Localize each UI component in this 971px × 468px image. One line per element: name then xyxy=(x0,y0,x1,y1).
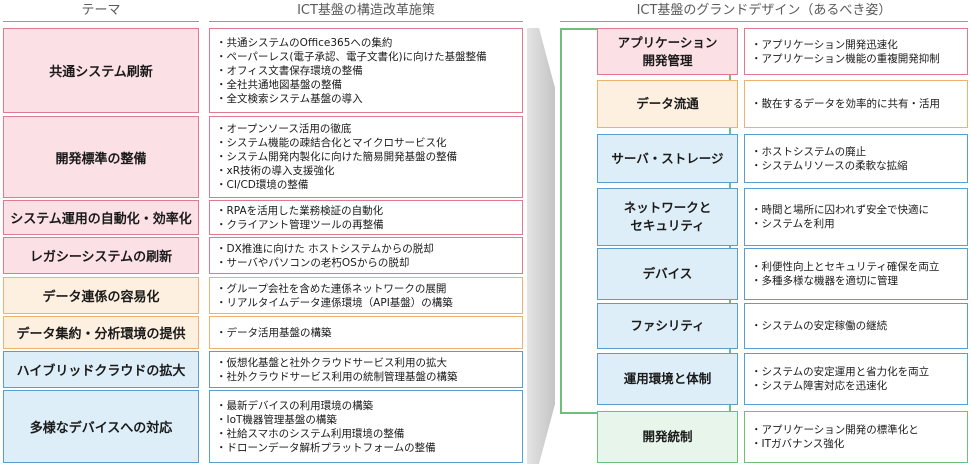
grand-design-item: 時間と場所に囚われず安全で快適に xyxy=(751,203,961,217)
theme-box: データ集約・分析環境の提供 xyxy=(3,316,199,349)
measure-list: データ活用基盤の構築 xyxy=(209,316,523,349)
measure-item: システム機能の疎結合化とマイクロサービス化 xyxy=(216,136,516,150)
grand-design-item: 利便性向上とセキュリティ確保を両立 xyxy=(751,260,961,274)
grand-design-item: アプリケーション開発迅速化 xyxy=(751,38,961,52)
grand-design-item: システムの安定稼働の継続 xyxy=(751,319,961,333)
theme-box: レガシーシステムの刷新 xyxy=(3,237,199,274)
measure-item: ペーパーレス(電子承認、電子文書化)に向けた基盤整備 xyxy=(216,50,516,64)
theme-box: 開発標準の整備 xyxy=(3,116,199,198)
measure-item: サーバやパソコンの老朽OSからの脱却 xyxy=(216,256,516,270)
grand-design-item: システム障害対応を迅速化 xyxy=(751,379,961,393)
grand-design-description: システムの安定運用と省力化を両立システム障害対応を迅速化 xyxy=(744,353,968,405)
measure-item: DX推進に向けた ホストシステムからの脱却 xyxy=(216,242,516,256)
measure-item: xR技術の導入支援強化 xyxy=(216,164,516,178)
measure-item: クライアント管理ツールの再整備 xyxy=(216,218,516,232)
grand-design-item: ITガバナンス強化 xyxy=(751,437,961,451)
grand-design-column-header: ICT基盤のグランドデザイン（あるべき姿） xyxy=(560,2,968,22)
theme-box: システム運用の自動化・効率化 xyxy=(3,200,199,235)
measure-item: グループ会社を含めた連係ネットワークの展開 xyxy=(216,282,516,296)
measure-item: IoT機器管理基盤の構築 xyxy=(216,413,516,427)
grand-design-item: 多種多様な機器を適切に管理 xyxy=(751,274,961,288)
grand-design-title: 運用環境と体制 xyxy=(597,353,738,405)
grand-design-title: 開発統制 xyxy=(597,411,738,463)
grand-design-item: 散在するデータを効率的に共有・活用 xyxy=(751,97,961,111)
grand-design-title: デバイス xyxy=(597,248,738,300)
grand-design-item: システムリソースの柔軟な拡縮 xyxy=(751,159,961,173)
grand-design-item: ホストシステムの廃止 xyxy=(751,145,961,159)
measure-item: ドローンデータ解析プラットフォームの整備 xyxy=(216,441,516,455)
theme-box: データ連係の容易化 xyxy=(3,277,199,314)
measure-item: 社外クラウドサービス利用の統制管理基盤の構築 xyxy=(216,370,516,384)
grand-design-description: 散在するデータを効率的に共有・活用 xyxy=(744,80,968,128)
grand-design-title: サーバ・ストレージ xyxy=(597,134,738,183)
measure-item: オープンソース活用の徹底 xyxy=(216,122,516,136)
measure-item: リアルタイムデータ連係環境（API基盤）の構築 xyxy=(216,296,516,310)
measure-item: 共通システムのOffice365への集約 xyxy=(216,36,516,50)
grand-design-item: アプリケーション機能の重複開発抑制 xyxy=(751,52,961,66)
measure-item: CI/CD環境の整備 xyxy=(216,178,516,192)
grand-design-item: システムを利用 xyxy=(751,217,961,231)
grand-design-description: 利便性向上とセキュリティ確保を両立多種多様な機器を適切に管理 xyxy=(744,248,968,300)
measures-column-header: ICT基盤の構造改革施策 xyxy=(209,2,523,22)
theme-box: 共通システム刷新 xyxy=(3,28,199,113)
grand-design-description: ホストシステムの廃止システムリソースの柔軟な拡縮 xyxy=(744,134,968,183)
measure-list: DX推進に向けた ホストシステムからの脱却サーバやパソコンの老朽OSからの脱却 xyxy=(209,237,523,274)
transition-arrow xyxy=(527,28,555,464)
measure-list: オープンソース活用の徹底システム機能の疎結合化とマイクロサービス化システム開発内… xyxy=(209,116,523,198)
measure-item: オフィス文書保存環境の整備 xyxy=(216,64,516,78)
grand-design-title: アプリケーション 開発管理 xyxy=(597,28,738,75)
measure-item: 仮想化基盤と社外クラウドサービス利用の拡大 xyxy=(216,356,516,370)
theme-box: ハイブリッドクラウドの拡大 xyxy=(3,351,199,388)
theme-box: 多様なデバイスへの対応 xyxy=(3,390,199,463)
theme-column-header: テーマ xyxy=(3,2,199,22)
grand-design-title: ファシリティ xyxy=(597,303,738,349)
grand-design-item: アプリケーション開発の標準化と xyxy=(751,423,961,437)
measure-item: RPAを活用した業務検証の自動化 xyxy=(216,204,516,218)
grand-design-description: 時間と場所に囚われず安全で快適にシステムを利用 xyxy=(744,188,968,246)
measure-list: RPAを活用した業務検証の自動化クライアント管理ツールの再整備 xyxy=(209,200,523,235)
measure-item: 全文検索システム基盤の導入 xyxy=(216,92,516,106)
grand-design-title: データ流通 xyxy=(597,80,738,128)
grand-design-description: アプリケーション開発迅速化アプリケーション機能の重複開発抑制 xyxy=(744,28,968,75)
measure-list: 仮想化基盤と社外クラウドサービス利用の拡大社外クラウドサービス利用の統制管理基盤… xyxy=(209,351,523,388)
grand-design-title: ネットワークと セキュリティ xyxy=(597,188,738,246)
measure-item: 最新デバイスの利用環境の構築 xyxy=(216,399,516,413)
measure-list: グループ会社を含めた連係ネットワークの展開リアルタイムデータ連係環境（API基盤… xyxy=(209,277,523,314)
grand-design-item: システムの安定運用と省力化を両立 xyxy=(751,365,961,379)
grand-design-description: アプリケーション開発の標準化とITガバナンス強化 xyxy=(744,411,968,463)
measure-list: 最新デバイスの利用環境の構築IoT機器管理基盤の構築社給スマホのシステム利用環境… xyxy=(209,390,523,463)
measure-item: データ活用基盤の構築 xyxy=(216,326,516,340)
measure-list: 共通システムのOffice365への集約ペーパーレス(電子承認、電子文書化)に向… xyxy=(209,28,523,113)
grand-design-description: システムの安定稼働の継続 xyxy=(744,303,968,349)
measure-item: 全社共通地図基盤の整備 xyxy=(216,78,516,92)
measure-item: システム開発内製化に向けた簡易開発基盤の整備 xyxy=(216,150,516,164)
measure-item: 社給スマホのシステム利用環境の整備 xyxy=(216,427,516,441)
